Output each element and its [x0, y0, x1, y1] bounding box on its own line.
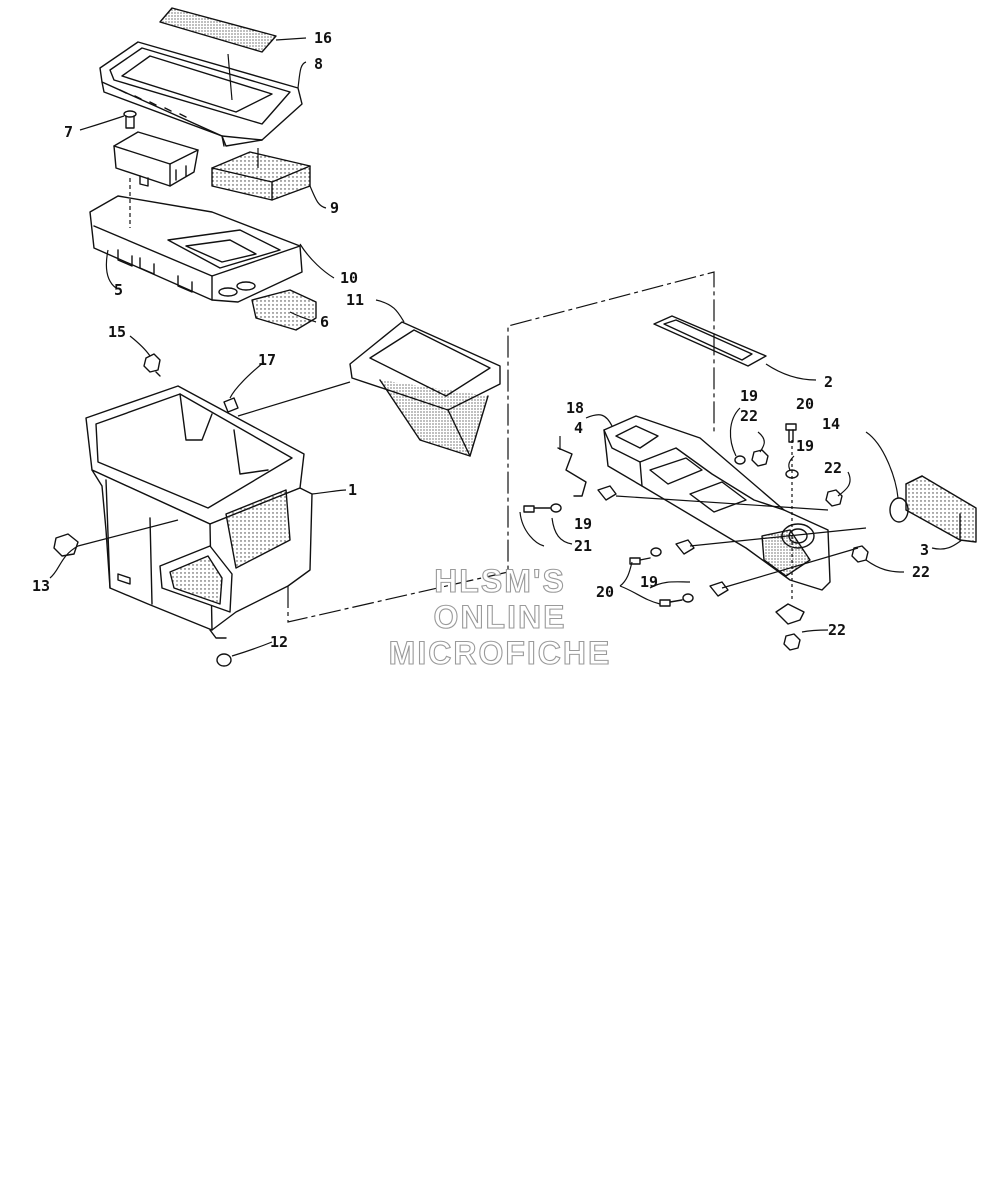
callout-20-lower: 20: [596, 583, 615, 601]
control-module: [114, 132, 198, 186]
part-11-duct: [350, 322, 500, 456]
part-5-tray: [90, 196, 302, 302]
fasteners: [524, 424, 868, 650]
callout-11: 11: [346, 291, 365, 309]
leader-lines: [50, 38, 962, 656]
callout-21: 21: [574, 537, 593, 555]
callout-4: 4: [574, 419, 584, 437]
callout-1: 1: [348, 481, 358, 499]
callout-22-mid: 22: [824, 459, 843, 477]
callout-3: 3: [920, 541, 930, 559]
part-7-screw: [124, 111, 136, 128]
part-4-bracket: [558, 448, 586, 496]
watermark-line-3: MICROFICHE: [388, 635, 612, 671]
callout-15: 15: [108, 323, 127, 341]
callout-12: 12: [270, 633, 289, 651]
part-16-decal: [160, 8, 276, 52]
callout-2: 2: [824, 373, 834, 391]
callout-20-top: 20: [796, 395, 815, 413]
part-2-gasket: [654, 316, 766, 366]
callout-19-top: 19: [740, 387, 759, 405]
callout-22-top: 22: [740, 407, 759, 425]
callout-22-right: 22: [912, 563, 931, 581]
callout-13: 13: [32, 577, 51, 595]
part-15-plug: [144, 354, 160, 376]
part-1-airbox: [86, 386, 312, 638]
part-12-grommet: [217, 654, 231, 666]
callout-18: 18: [566, 399, 585, 417]
part-9-filter: [212, 152, 310, 200]
callout-7: 7: [64, 123, 74, 141]
callout-16: 16: [314, 29, 333, 47]
callout-9: 9: [330, 199, 340, 217]
callout-19-left: 19: [574, 515, 593, 533]
part-13-clip: [54, 534, 78, 556]
callout-22-bottom: 22: [828, 621, 847, 639]
part-6-pad: [252, 290, 316, 330]
part-3-foam: [906, 476, 976, 542]
callout-6: 6: [320, 313, 330, 331]
callout-19-mid: 19: [796, 437, 815, 455]
callout-17: 17: [258, 351, 277, 369]
part-17-fitting: [224, 398, 238, 412]
callout-14: 14: [822, 415, 841, 433]
callout-19-lower: 19: [640, 573, 659, 591]
callout-10: 10: [340, 269, 359, 287]
callout-8: 8: [314, 55, 324, 73]
callout-5: 5: [114, 281, 124, 299]
part-8-lid: [100, 42, 302, 146]
watermark-line-1: HLSM'S: [434, 563, 566, 599]
watermark-line-2: ONLINE: [433, 599, 567, 635]
